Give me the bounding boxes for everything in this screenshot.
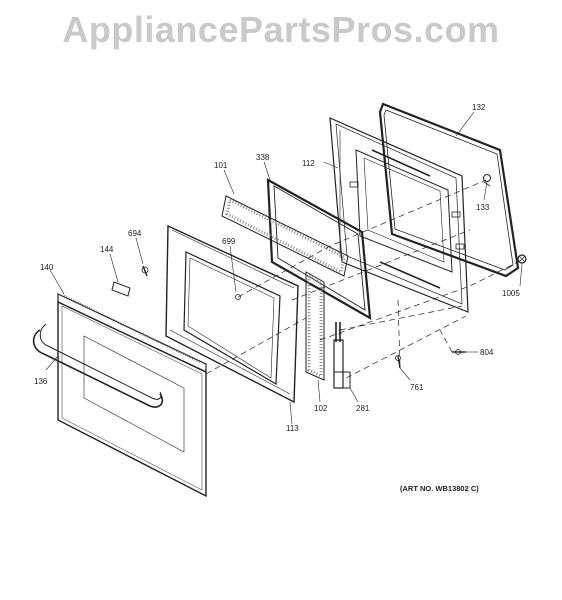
part-101-insulation [221, 195, 349, 277]
leader-lines [45, 111, 523, 425]
callout-132: 132 [472, 103, 486, 112]
callout-761: 761 [410, 383, 424, 392]
callout-1005: 1005 [502, 289, 520, 298]
part-102-side-block [305, 271, 325, 381]
callout-694: 694 [128, 229, 142, 238]
assembly-lines [205, 179, 523, 379]
callout-144: 144 [100, 245, 114, 254]
part-112-inner-panel [329, 117, 469, 313]
callout-136: 136 [34, 377, 48, 386]
part-133-clip [483, 174, 491, 187]
callout-338: 338 [256, 153, 270, 162]
callout-113: 113 [286, 424, 299, 433]
part-804-screw [452, 349, 466, 355]
callout-112: 112 [302, 159, 315, 168]
part-140-top-trim [57, 293, 207, 373]
part-132-gasket [378, 102, 520, 278]
door-handle [32, 323, 164, 408]
art-number: (ART NO. WB13802 C) [400, 484, 479, 493]
callout-labels: 132 112 338 101 133 694 699 144 140 1005… [34, 103, 520, 433]
callout-101: 101 [214, 161, 228, 170]
watermark-logo: AppliancePartsPros.com [62, 9, 500, 50]
callout-699: 699 [222, 237, 236, 246]
part-694-screw [141, 265, 149, 277]
callout-102: 102 [314, 404, 328, 413]
part-338-window-pack [266, 178, 372, 321]
callout-140: 140 [40, 263, 54, 272]
part-1005-screw [517, 254, 527, 264]
callout-804: 804 [480, 348, 494, 357]
callout-133: 133 [476, 203, 490, 212]
part-113-door-frame [165, 224, 299, 404]
part-144-clip [111, 281, 131, 297]
callout-281: 281 [356, 404, 370, 413]
part-136-outer-door [57, 300, 207, 498]
part-281-hinge [333, 322, 351, 389]
